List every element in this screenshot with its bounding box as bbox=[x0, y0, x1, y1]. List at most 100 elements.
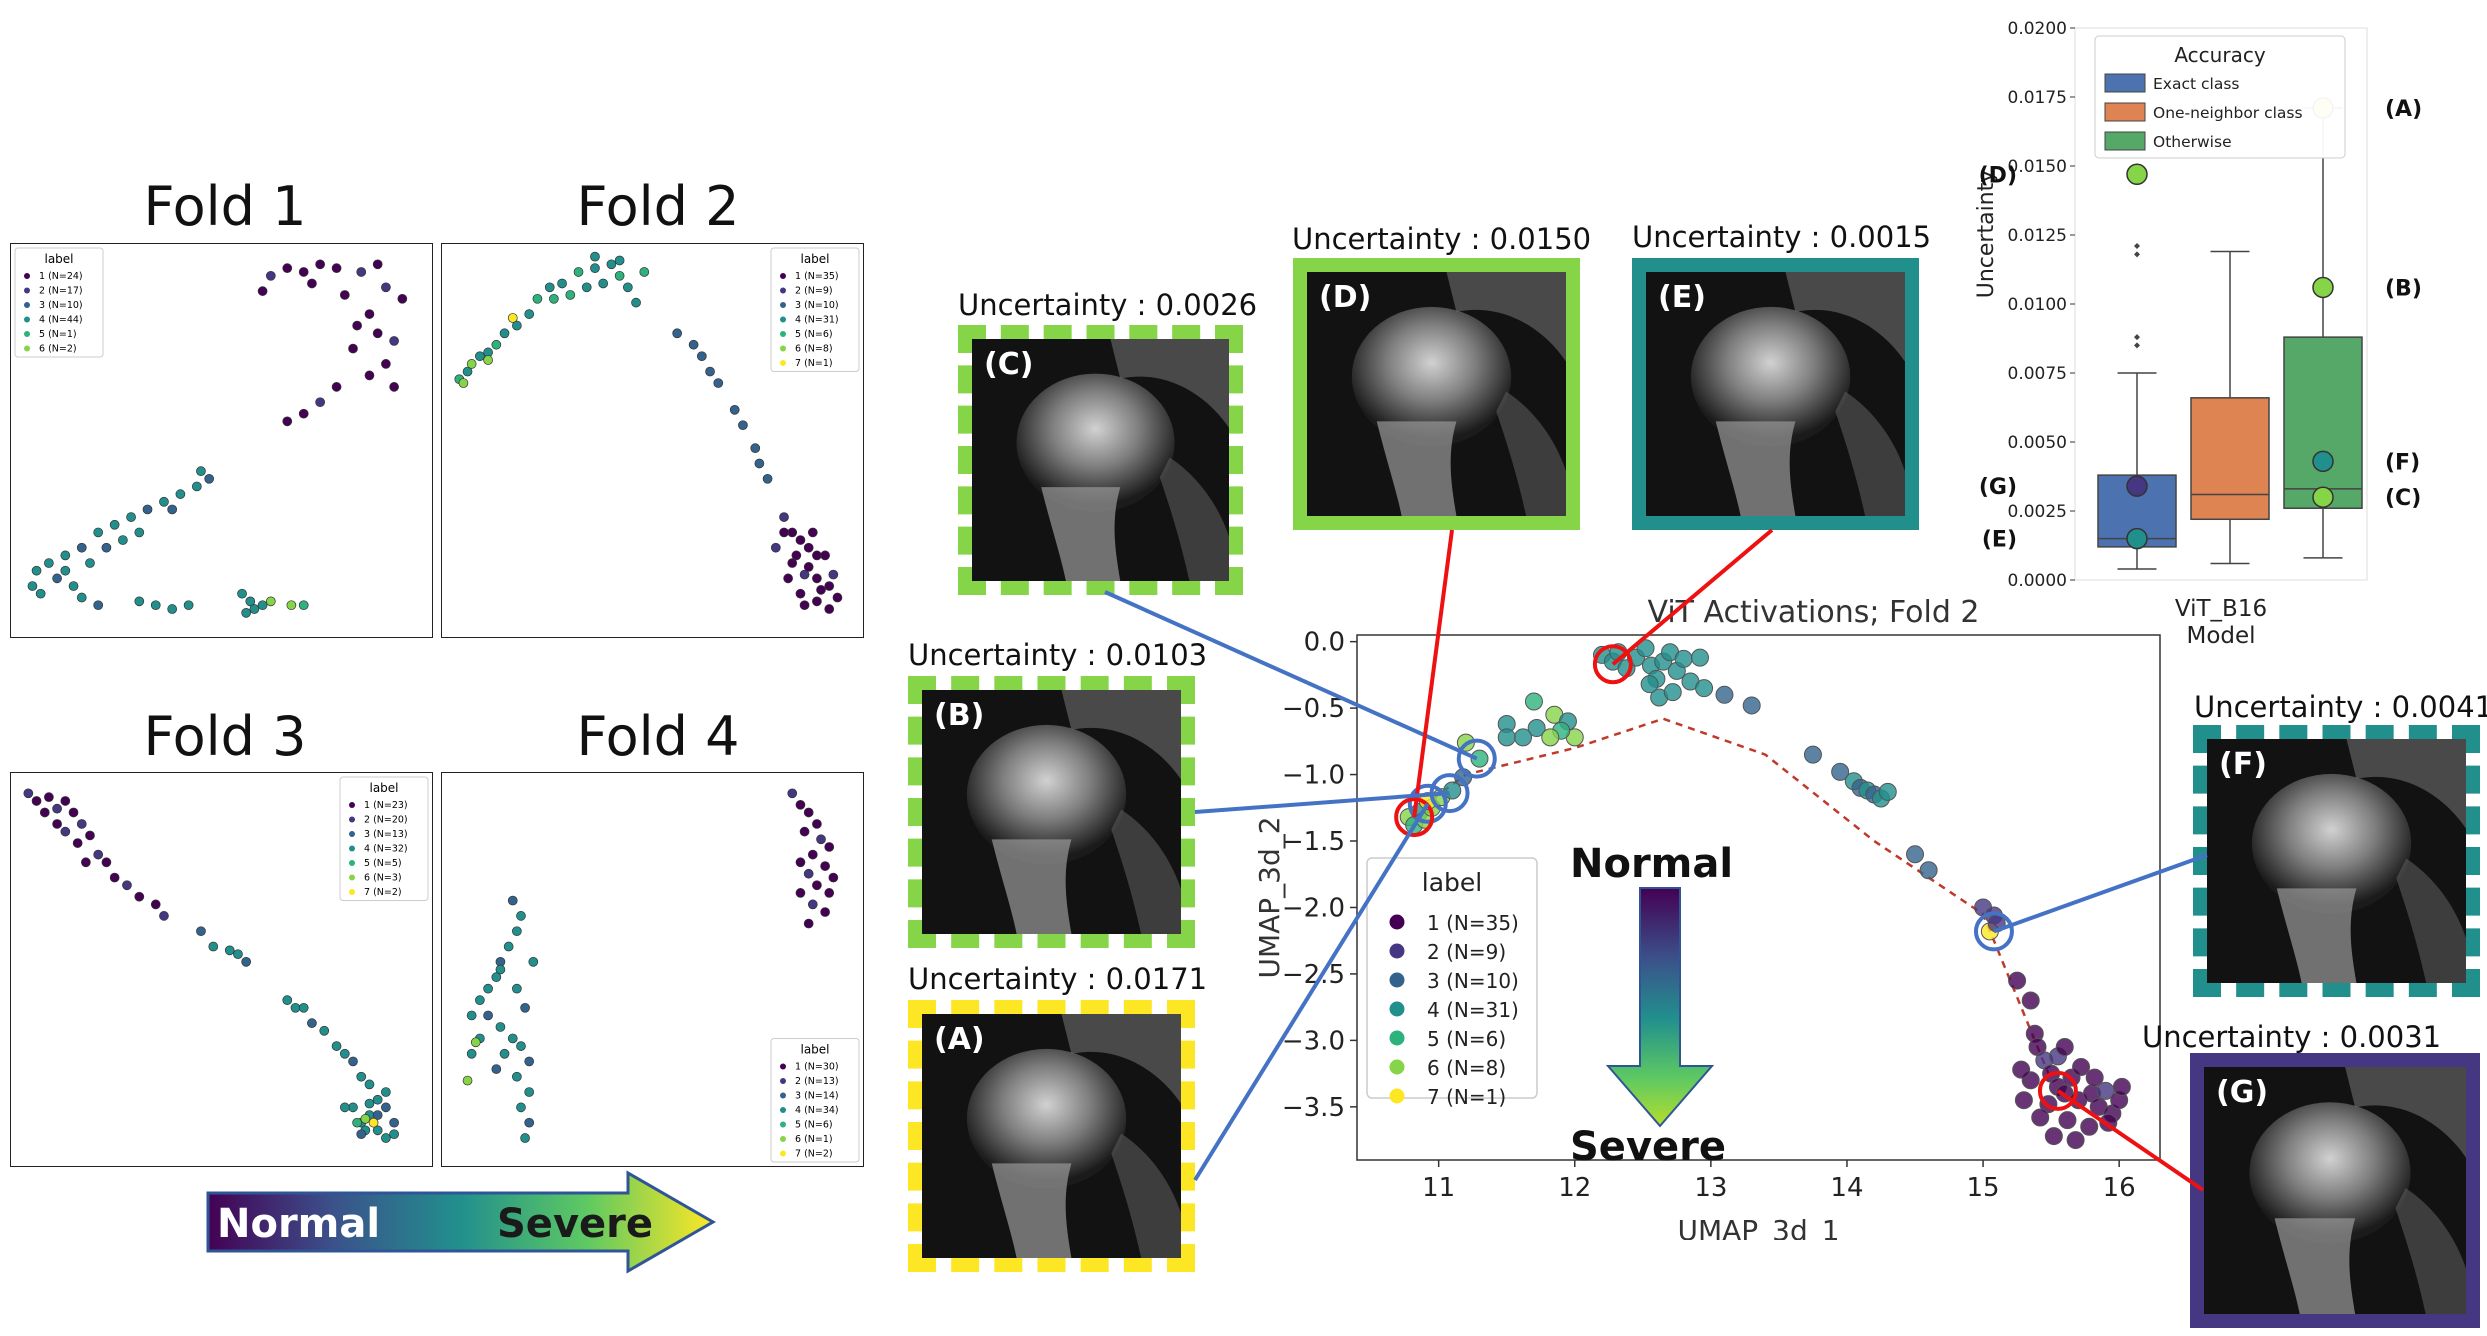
fold-legend-marker bbox=[24, 345, 30, 352]
xray-image bbox=[922, 690, 1181, 934]
fold-point bbox=[319, 1025, 330, 1036]
fold-point bbox=[795, 888, 806, 898]
fold-point bbox=[52, 573, 62, 584]
fold-point bbox=[389, 1117, 399, 1128]
scatter-point bbox=[1541, 728, 1560, 747]
fold-point bbox=[109, 872, 120, 883]
fold-legend-marker bbox=[780, 1121, 786, 1128]
box-outlier bbox=[2134, 243, 2140, 250]
fold-legend-entry: 7 (N=2) bbox=[364, 887, 402, 898]
fold-point bbox=[803, 868, 814, 879]
fold-point bbox=[787, 558, 798, 568]
fold-point bbox=[68, 581, 79, 591]
fold-2-title: Fold 2 bbox=[576, 175, 740, 238]
box-marker-tag: (B) bbox=[2385, 276, 2422, 301]
fold-point bbox=[799, 600, 810, 611]
fold-point bbox=[738, 420, 748, 431]
fold-point bbox=[512, 983, 522, 994]
fold-point bbox=[787, 527, 798, 538]
thumbnail-tag-a: (A) bbox=[934, 1022, 985, 1057]
fold-point bbox=[339, 1048, 350, 1059]
fold-point bbox=[191, 481, 202, 492]
scatter-point bbox=[1663, 683, 1682, 702]
fold-point bbox=[524, 309, 535, 319]
fold-legend-marker bbox=[780, 302, 786, 308]
fold-point bbox=[381, 1102, 391, 1113]
fold-point bbox=[828, 569, 839, 580]
fold-point bbox=[134, 891, 145, 902]
box-marker-tag: (D) bbox=[1979, 163, 2017, 188]
fold-point bbox=[372, 1110, 383, 1120]
fold-point bbox=[282, 416, 293, 427]
box-marker bbox=[2126, 475, 2148, 497]
fold-point bbox=[795, 588, 806, 599]
fold-point bbox=[360, 1114, 371, 1124]
fold-point bbox=[803, 542, 814, 553]
femoral-head bbox=[2251, 773, 2412, 914]
box-marker-tag: (G) bbox=[1979, 475, 2017, 500]
box-y-tick-label: 0.0075 bbox=[2008, 364, 2067, 384]
fold-point bbox=[565, 290, 576, 300]
femoral-head bbox=[2249, 1102, 2411, 1244]
fold-point bbox=[60, 550, 71, 561]
fold-point bbox=[483, 355, 493, 365]
fold-point bbox=[101, 857, 112, 868]
femoral-neck bbox=[2276, 888, 2357, 983]
fold-legend-entry: 2 (N=13) bbox=[795, 1076, 839, 1087]
fold-point bbox=[241, 956, 252, 967]
xray-image bbox=[2204, 1067, 2466, 1314]
fold-point bbox=[832, 592, 843, 603]
fold-legend-box bbox=[14, 247, 104, 358]
fold-point bbox=[544, 282, 555, 293]
fold-legend-title: label bbox=[44, 252, 73, 266]
box-marker-tag: (E) bbox=[1982, 528, 2017, 553]
femoral-head bbox=[1351, 306, 1512, 447]
fold-point bbox=[257, 600, 268, 611]
fold-point bbox=[824, 888, 835, 898]
scatter-point bbox=[1524, 692, 1543, 711]
femoral-head bbox=[966, 724, 1127, 865]
box-marker-tag: (C) bbox=[2385, 486, 2421, 511]
fold-legend-marker bbox=[780, 1136, 786, 1142]
fold-point bbox=[134, 596, 145, 607]
fold-point bbox=[491, 972, 502, 983]
fold-point bbox=[795, 799, 806, 810]
fold-point bbox=[483, 983, 493, 994]
fold-point bbox=[475, 351, 485, 362]
fold-point bbox=[598, 278, 609, 289]
fold-point bbox=[462, 1075, 473, 1086]
scatter-point bbox=[1527, 719, 1546, 738]
xray-image bbox=[972, 339, 1229, 581]
fold-point bbox=[812, 880, 822, 891]
scatter-point bbox=[2044, 1127, 2063, 1146]
thumbnail-tag-d: (D) bbox=[1319, 280, 1372, 315]
thumbnail-tag-e: (E) bbox=[1658, 280, 1706, 315]
fold-point bbox=[381, 282, 391, 293]
fold-point bbox=[824, 581, 835, 591]
fold-point bbox=[762, 473, 773, 484]
fold-point bbox=[150, 899, 161, 910]
scatter-point bbox=[2112, 1077, 2131, 1096]
fold-point bbox=[118, 535, 128, 545]
fold-point bbox=[126, 512, 136, 522]
fold-point bbox=[372, 328, 383, 339]
fold-legend-entry: 6 (N=8) bbox=[795, 344, 833, 355]
fold-point bbox=[381, 359, 391, 369]
vertical-severe-label: Severe bbox=[1570, 1124, 1726, 1170]
femoral-neck bbox=[1715, 421, 1796, 516]
fold-legend-entry: 6 (N=1) bbox=[795, 1134, 833, 1145]
fold-legend-marker bbox=[349, 860, 355, 866]
fold-point bbox=[196, 926, 206, 937]
fold-point bbox=[622, 282, 633, 293]
thumbnail-tag-b: (B) bbox=[934, 698, 985, 733]
fold-point bbox=[824, 604, 835, 614]
femoral-neck bbox=[1041, 487, 1121, 581]
scatter-title: ViT Activations; Fold 2 bbox=[1647, 595, 1979, 630]
fold-legend-box bbox=[339, 776, 429, 901]
uncertainty-b: Uncertainty : 0.0103 bbox=[908, 638, 1208, 672]
box-y-tick-label: 0.0000 bbox=[2008, 571, 2067, 591]
fold-point bbox=[816, 585, 826, 595]
fold-point bbox=[812, 550, 822, 561]
fold-legend-title: label bbox=[369, 781, 398, 795]
